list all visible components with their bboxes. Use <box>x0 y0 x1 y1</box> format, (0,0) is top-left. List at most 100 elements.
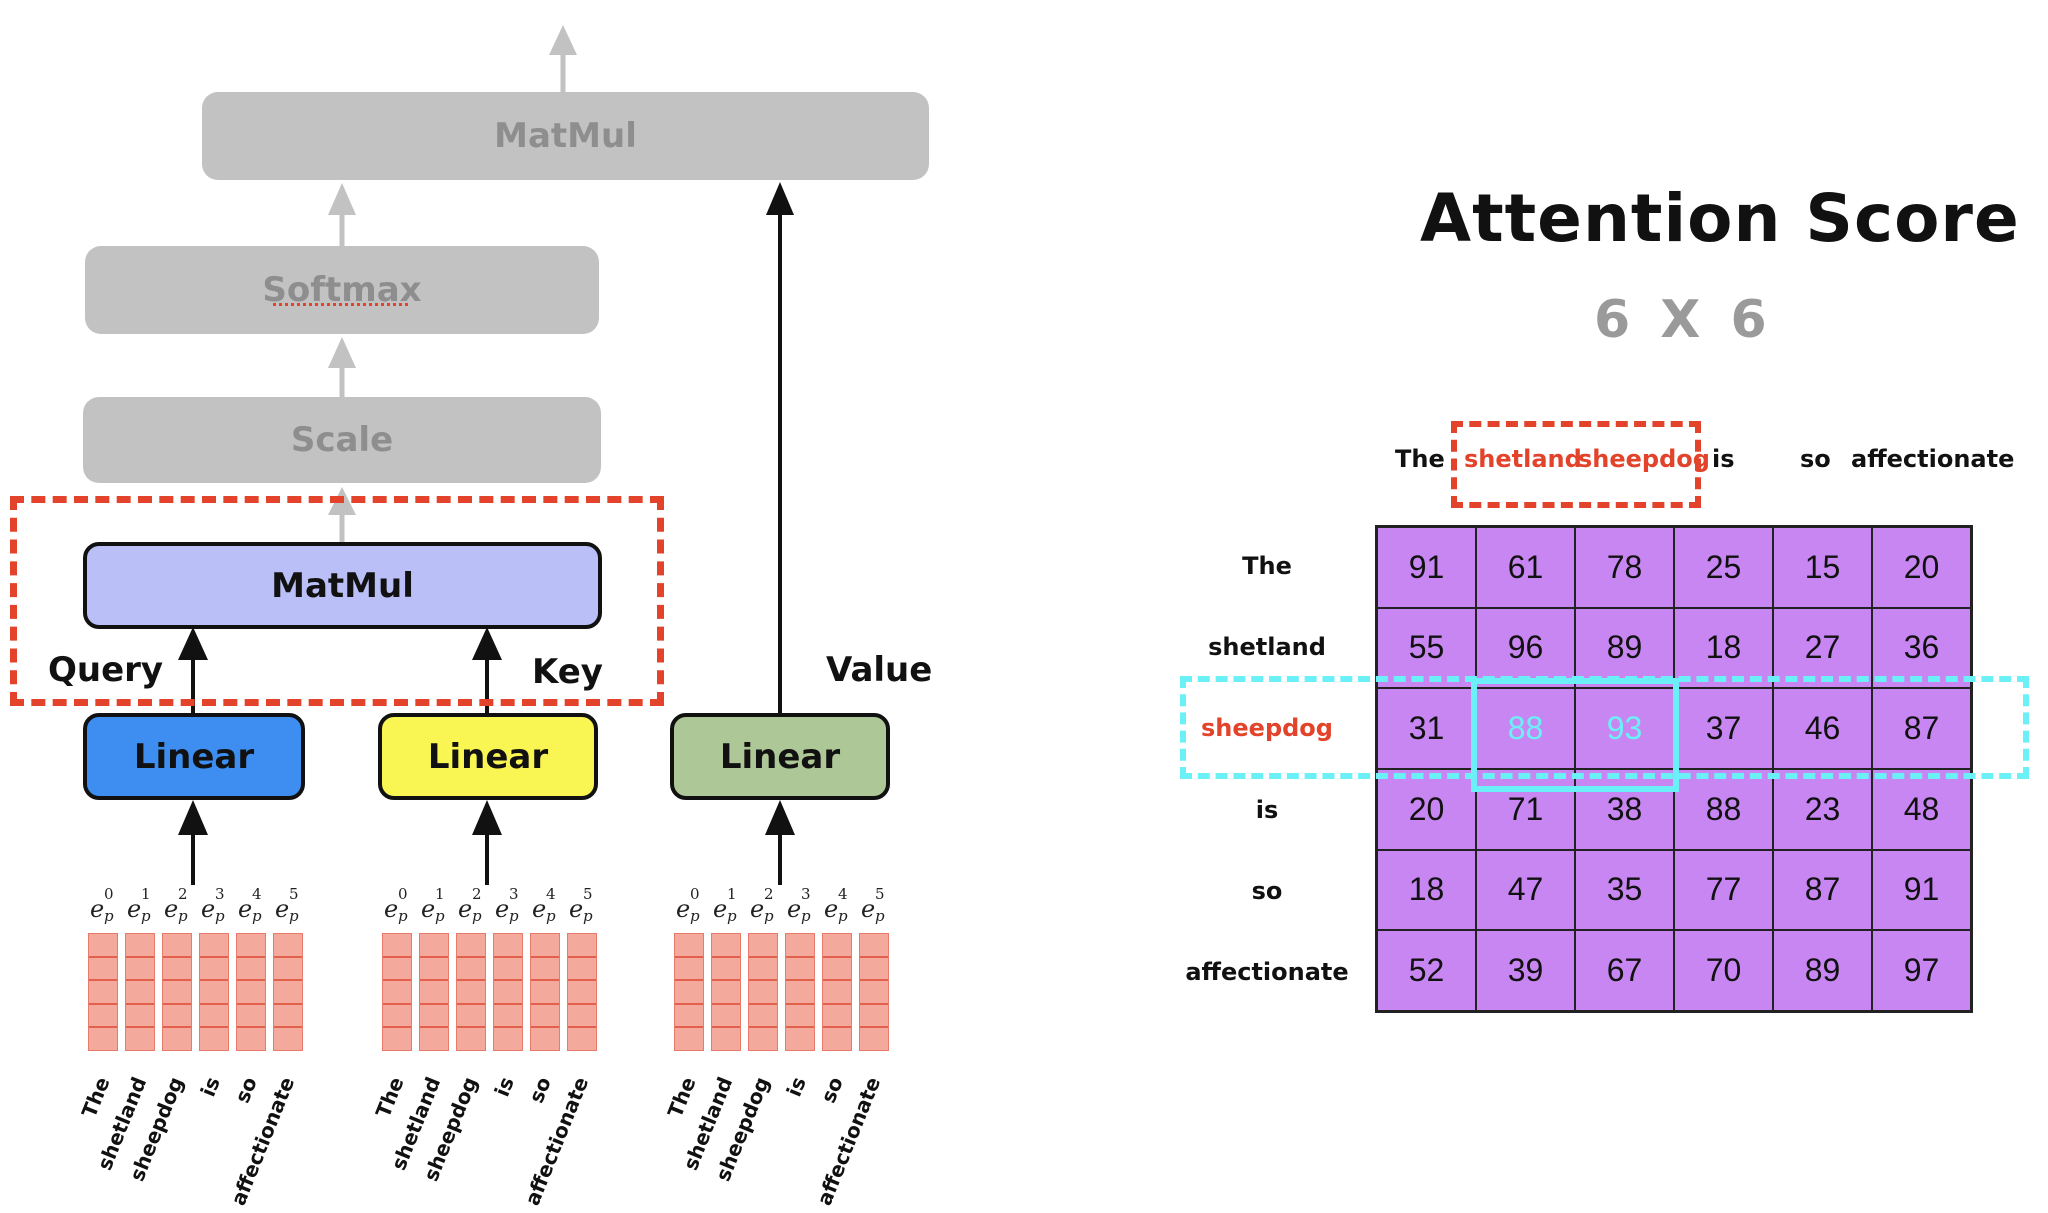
softmax-block: Softmax <box>85 246 599 334</box>
embedding-cell <box>568 1028 596 1050</box>
row-label-is: is <box>1255 796 1279 824</box>
embedding-cell <box>420 1004 448 1029</box>
embedding-cell <box>89 934 117 958</box>
row-label-the: The <box>1242 552 1292 580</box>
embedding-cell <box>274 1028 302 1050</box>
matmul-qk-label: MatMul <box>271 565 414 606</box>
matrix-cell: 52 <box>1377 930 1476 1011</box>
embedding-cell <box>712 981 740 1005</box>
embedding-bar <box>419 933 449 1051</box>
matrix-cell: 39 <box>1476 930 1575 1011</box>
embedding-cell <box>237 934 265 958</box>
embedding-cell <box>675 934 703 958</box>
matrix-cell: 25 <box>1674 527 1773 608</box>
qk-highlight-box <box>10 496 664 706</box>
arrow-output <box>549 25 577 92</box>
key-label: Key <box>532 652 603 692</box>
matrix-cell: 61 <box>1476 527 1575 608</box>
linear-query-label: Linear <box>133 736 255 777</box>
matrix-cell: 97 <box>1872 930 1971 1011</box>
matrix-cell: 91 <box>1377 527 1476 608</box>
embedding-bar <box>674 933 704 1051</box>
embedding-bar <box>530 933 560 1051</box>
embedding-cell <box>749 1028 777 1050</box>
arrow-embeddings-to-linear-query <box>178 800 208 885</box>
embedding-cell <box>494 934 522 958</box>
embedding-cell <box>494 1004 522 1029</box>
col-highlight-box <box>1451 421 1701 508</box>
embedding-cell <box>749 934 777 958</box>
embedding-cell <box>237 957 265 982</box>
matmul-output-label: MatMul <box>494 116 637 156</box>
scale-block: Scale <box>83 397 601 483</box>
embedding-bar <box>199 933 229 1051</box>
embedding-cell <box>420 981 448 1005</box>
col-label-affectionate: affectionate <box>1851 445 2015 473</box>
embedding-bar <box>125 933 155 1051</box>
embedding-cell <box>237 1004 265 1029</box>
embedding-cell <box>383 1028 411 1050</box>
embedding-bar <box>711 933 741 1051</box>
embedding-cell <box>274 981 302 1005</box>
embedding-cell <box>531 934 559 958</box>
embedding-bar <box>859 933 889 1051</box>
col-label-so: so <box>1800 445 1831 473</box>
matrix-cell: 20 <box>1377 768 1476 850</box>
matmul-qk-block: MatMul <box>83 542 602 629</box>
embedding-bar <box>456 933 486 1051</box>
embedding-cell <box>200 1028 228 1050</box>
col-label-the: The <box>1395 445 1445 473</box>
matrix-cell: 36 <box>1872 607 1971 689</box>
embedding-cell <box>712 934 740 958</box>
embedding-cell <box>860 981 888 1005</box>
embedding-cell <box>420 1028 448 1050</box>
embedding-cell <box>200 981 228 1005</box>
embedding-bar <box>162 933 192 1051</box>
embedding-cell <box>274 957 302 982</box>
embedding-bar <box>567 933 597 1051</box>
matrix-cell: 35 <box>1575 849 1674 931</box>
embedding-cell <box>749 1004 777 1029</box>
matrix-cell: 77 <box>1674 849 1773 931</box>
arrow-embeddings-to-linear-value <box>765 800 795 885</box>
linear-key-block: Linear <box>378 713 598 800</box>
embedding-cell <box>163 934 191 958</box>
embedding-cell <box>823 1028 851 1050</box>
embedding-cell <box>860 957 888 982</box>
embedding-cell <box>860 1028 888 1050</box>
embedding-cell <box>494 981 522 1005</box>
matrix-cell: 93 <box>1575 688 1674 769</box>
embedding-cell <box>89 1004 117 1029</box>
matrix-cell: 37 <box>1674 688 1773 769</box>
embedding-cell <box>786 934 814 958</box>
embedding-cell <box>712 1004 740 1029</box>
matrix-cell: 27 <box>1773 607 1872 689</box>
embedding-cell <box>531 957 559 982</box>
embedding-cell <box>420 957 448 982</box>
embedding-cell <box>786 1028 814 1050</box>
matrix-cell: 15 <box>1773 527 1872 608</box>
embedding-bar <box>822 933 852 1051</box>
matrix-cell: 91 <box>1872 849 1971 931</box>
matrix-cell: 18 <box>1674 607 1773 689</box>
embedding-cell <box>786 957 814 982</box>
embedding-cell <box>420 934 448 958</box>
arrow-embeddings-to-linear-key <box>472 800 502 885</box>
